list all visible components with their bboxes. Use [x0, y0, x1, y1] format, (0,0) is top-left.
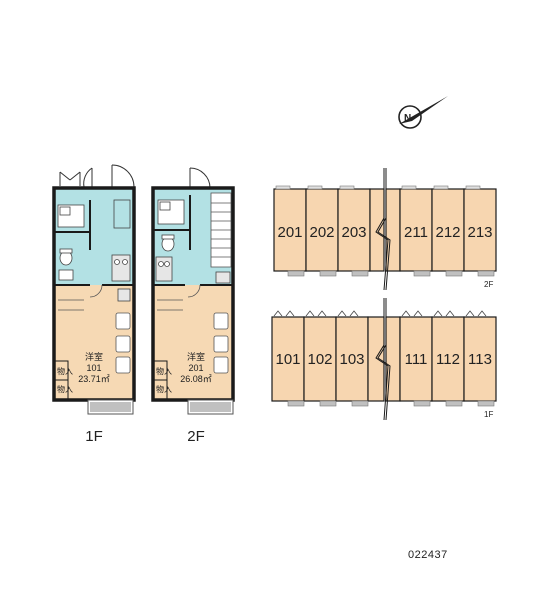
storage-label: 物入 [57, 366, 73, 376]
floor-tag: 1F [484, 410, 493, 419]
unit-number: 101 [275, 351, 300, 368]
unit-number: 112 [436, 351, 460, 368]
building-layout: 201 202 203 211 212 213 2F [271, 168, 497, 421]
room-name: 洋室 [85, 351, 103, 362]
unit-number: 113 [468, 351, 492, 368]
unit-number: 102 [307, 351, 332, 368]
staircase [210, 192, 232, 268]
balcony [187, 399, 234, 415]
unit-number: 213 [467, 224, 492, 241]
upper-unit-row: 201 202 203 211 212 213 2F [273, 168, 497, 291]
balcony [87, 399, 134, 415]
storage-label: 物入 [156, 366, 172, 376]
north-arrow-icon: N [398, 96, 448, 129]
entrance-doors [59, 164, 135, 188]
unit-number: 201 [277, 224, 302, 241]
floor-label: 1F [85, 428, 103, 445]
storage-label: 物入 [57, 384, 73, 394]
room-number: 101 [86, 363, 101, 373]
bathroom-fixtures [155, 199, 231, 284]
storage-label: 物入 [156, 384, 172, 394]
compass-letter: N [404, 113, 411, 124]
lower-unit-row: 101 102 103 111 112 113 1F [271, 298, 497, 421]
room-number: 201 [188, 363, 203, 373]
unit-number: 212 [435, 224, 460, 241]
unit-number: 211 [404, 224, 428, 241]
room-furniture [58, 284, 131, 374]
room-furniture [157, 284, 229, 374]
unit-number: 103 [339, 351, 364, 368]
room-area: 23.71㎡ [78, 374, 110, 384]
room-area: 26.08㎡ [180, 374, 212, 384]
unit-number: 203 [341, 224, 366, 241]
floor-plan-2f: 物入 物入 洋室 201 26.08㎡ 2F [151, 167, 235, 445]
floor-label: 2F [187, 428, 205, 445]
floor-plan-1f: 物入 物入 洋室 101 23.71㎡ 1F [52, 164, 136, 445]
property-code: 022437 [408, 549, 448, 561]
unit-number: 202 [309, 224, 334, 241]
bathroom-fixtures [57, 199, 131, 302]
floor-tag: 2F [484, 280, 493, 289]
room-name: 洋室 [187, 351, 205, 362]
unit-number: 111 [405, 351, 428, 368]
